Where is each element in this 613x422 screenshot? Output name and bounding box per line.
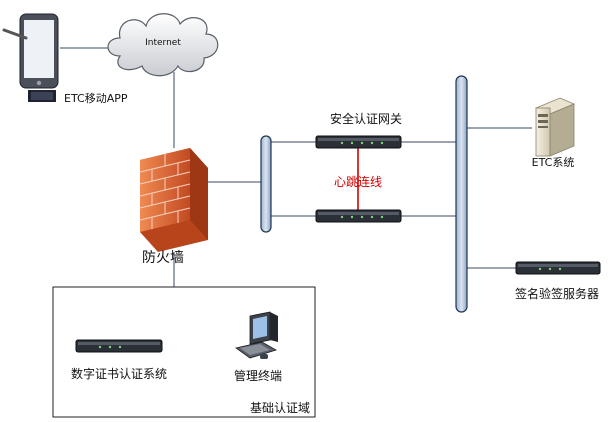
base-domain-label: 基础认证域 bbox=[250, 401, 310, 415]
firewall-brick-icon bbox=[139, 148, 208, 252]
cert-system-server-icon bbox=[75, 339, 163, 353]
server-tower-icon bbox=[534, 97, 576, 157]
network-bus-left bbox=[260, 135, 272, 233]
rack-server-icon bbox=[515, 261, 601, 275]
gateway-appliance-top bbox=[315, 135, 402, 149]
base-domain-box bbox=[52, 286, 316, 418]
gateway-appliance-bottom bbox=[315, 209, 402, 223]
cert-system-label: 数字证书认证系统 bbox=[71, 366, 167, 381]
mobile-app-label: ETC移动APP bbox=[64, 92, 128, 105]
tablet-icon bbox=[2, 13, 59, 102]
links bbox=[60, 47, 532, 287]
gateway-label: 安全认证网关 bbox=[330, 111, 402, 126]
network-bus-right bbox=[455, 75, 468, 313]
desktop-computer-icon bbox=[235, 311, 278, 359]
internet-label: Internet bbox=[145, 38, 181, 48]
firewall-label: 防火墙 bbox=[142, 250, 184, 266]
etc-system-label: ETC系统 bbox=[532, 156, 575, 169]
signature-server-label: 签名验签服务器 bbox=[515, 286, 599, 301]
cloud-icon bbox=[107, 13, 219, 77]
heartbeat-label: 心跳连线 bbox=[334, 174, 382, 189]
mgmt-terminal-label: 管理终端 bbox=[234, 368, 282, 383]
